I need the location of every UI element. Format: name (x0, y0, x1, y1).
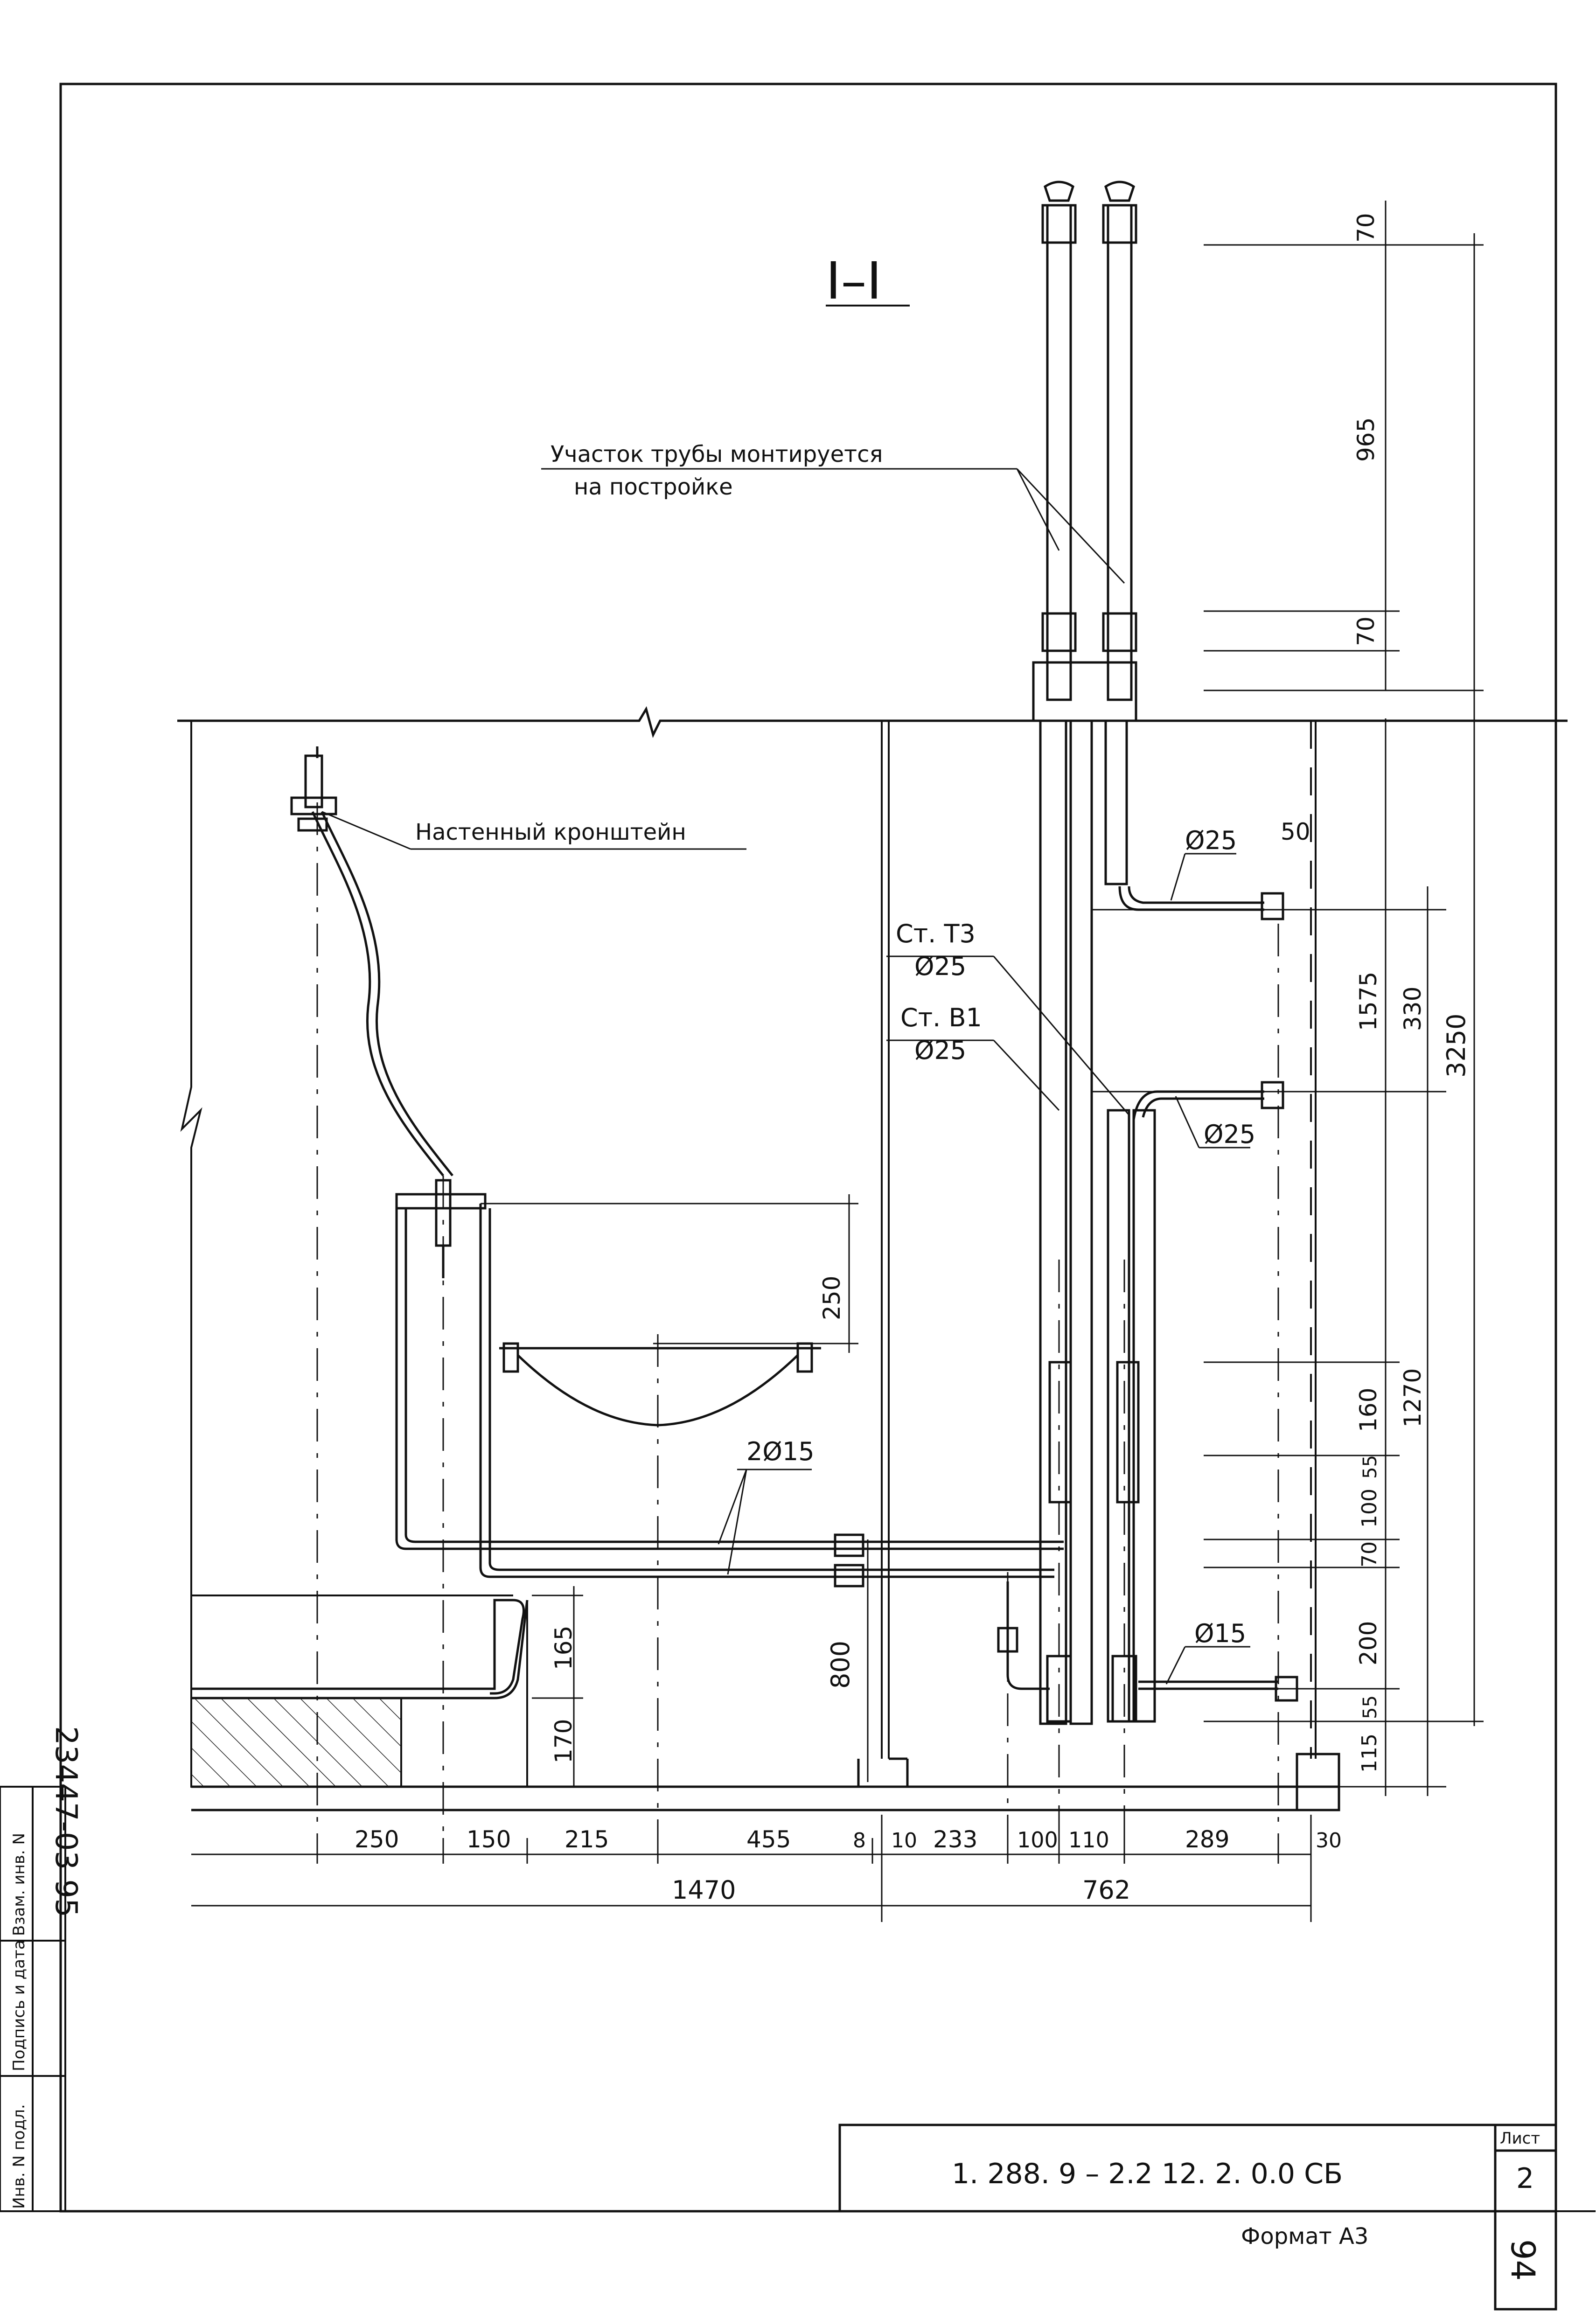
format-label: Формат А3 (1241, 2223, 1368, 2249)
bathtub (190, 1595, 529, 1788)
dim-right-55b: 55 (1359, 1695, 1381, 1719)
room-walls (180, 721, 1317, 1763)
dim-bottom-455: 455 (746, 1826, 791, 1853)
dim-right-50: 50 (1281, 818, 1310, 845)
doc-number: 1. 288. 9 – 2.2 12. 2. 0.0 СБ (952, 2158, 1343, 2190)
branch-top-diameter: Ø25 (1185, 826, 1237, 855)
section-title: I–I (826, 251, 882, 311)
dim-bottom-1470: 1470 (672, 1875, 736, 1905)
note-pipe-segment-line2: на постройке (574, 474, 733, 500)
dim-right-330: 330 (1399, 987, 1426, 1031)
title-block (838, 2124, 1557, 2311)
branch-low-diameter: Ø15 (1194, 1619, 1246, 1648)
stamp-sign-cell: Подпись и дата (10, 1940, 28, 2071)
dim-right-160: 160 (1355, 1388, 1382, 1432)
stamp-code: 23447-03 95 (49, 1726, 83, 1917)
riser-t3-label: Ст. Т3 (896, 919, 976, 948)
dim-bottom-10: 10 (891, 1829, 917, 1852)
risers (1039, 719, 1156, 1725)
dim-bottom-150: 150 (467, 1826, 511, 1853)
upper-floor-line (177, 706, 1568, 738)
sheet-label: Лист (1500, 2129, 1540, 2148)
dim-right-115: 115 (1358, 1734, 1381, 1773)
dim-right-70c: 70 (1358, 1541, 1381, 1567)
riser-b1-label: Ст. В1 (900, 1003, 982, 1032)
dim-left-165: 165 (550, 1626, 577, 1670)
dim-left-170: 170 (550, 1719, 577, 1763)
upper-pipe-segments (1032, 181, 1137, 722)
stamp-replace-cell: Взам. инв. N (10, 1833, 28, 1936)
dim-bottom-30: 30 (1316, 1829, 1342, 1852)
dim-left-250: 250 (818, 1276, 845, 1320)
dim-bottom-233: 233 (933, 1826, 977, 1853)
dim-bottom-100: 100 (1017, 1827, 1058, 1852)
riser-b1-diameter: Ø25 (914, 1036, 966, 1065)
dim-right-965: 965 (1352, 418, 1380, 462)
washbasin (499, 1342, 821, 1427)
dim-right-200: 200 (1355, 1621, 1382, 1665)
riser-t3-diameter: Ø25 (914, 952, 966, 981)
dim-left-800: 800 (826, 1641, 855, 1689)
branches (997, 886, 1298, 1702)
mixer-supply-pipes (395, 1204, 1064, 1588)
dim-right-55a: 55 (1359, 1455, 1381, 1479)
side-stamp (0, 1786, 66, 2212)
stamp-inv-cell: Инв. N подл. (10, 2104, 28, 2209)
dim-right-100: 100 (1358, 1489, 1381, 1528)
dim-right-3250: 3250 (1442, 1014, 1471, 1078)
dim-bottom-215: 215 (565, 1826, 609, 1853)
dimension-lines (191, 201, 1484, 1922)
dim-bottom-289: 289 (1185, 1826, 1229, 1853)
dim-bottom-762: 762 (1082, 1875, 1130, 1905)
dim-bottom-250: 250 (355, 1826, 399, 1853)
dim-right-1270: 1270 (1399, 1368, 1426, 1428)
page-code: 94 (1504, 2239, 1542, 2281)
dim-right-1575: 1575 (1355, 972, 1382, 1031)
dim-right-70b: 70 (1352, 616, 1380, 646)
note-pipe-segment-line1: Участок трубы монтируется (551, 441, 883, 467)
sheet-frame (59, 83, 1596, 2213)
branch-mid-diameter: Ø25 (1204, 1120, 1255, 1149)
dim-bottom-8: 8 (853, 1829, 866, 1852)
twin-pipe-label: 2Ø15 (746, 1437, 815, 1466)
note-wall-bracket: Настенный кронштейн (415, 819, 686, 845)
center-lines (316, 802, 1279, 1843)
dim-bottom-110: 110 (1068, 1827, 1109, 1852)
sheet-number: 2 (1516, 2162, 1534, 2195)
dim-right-top-70: 70 (1352, 213, 1380, 243)
leader-lines (321, 468, 1250, 1685)
